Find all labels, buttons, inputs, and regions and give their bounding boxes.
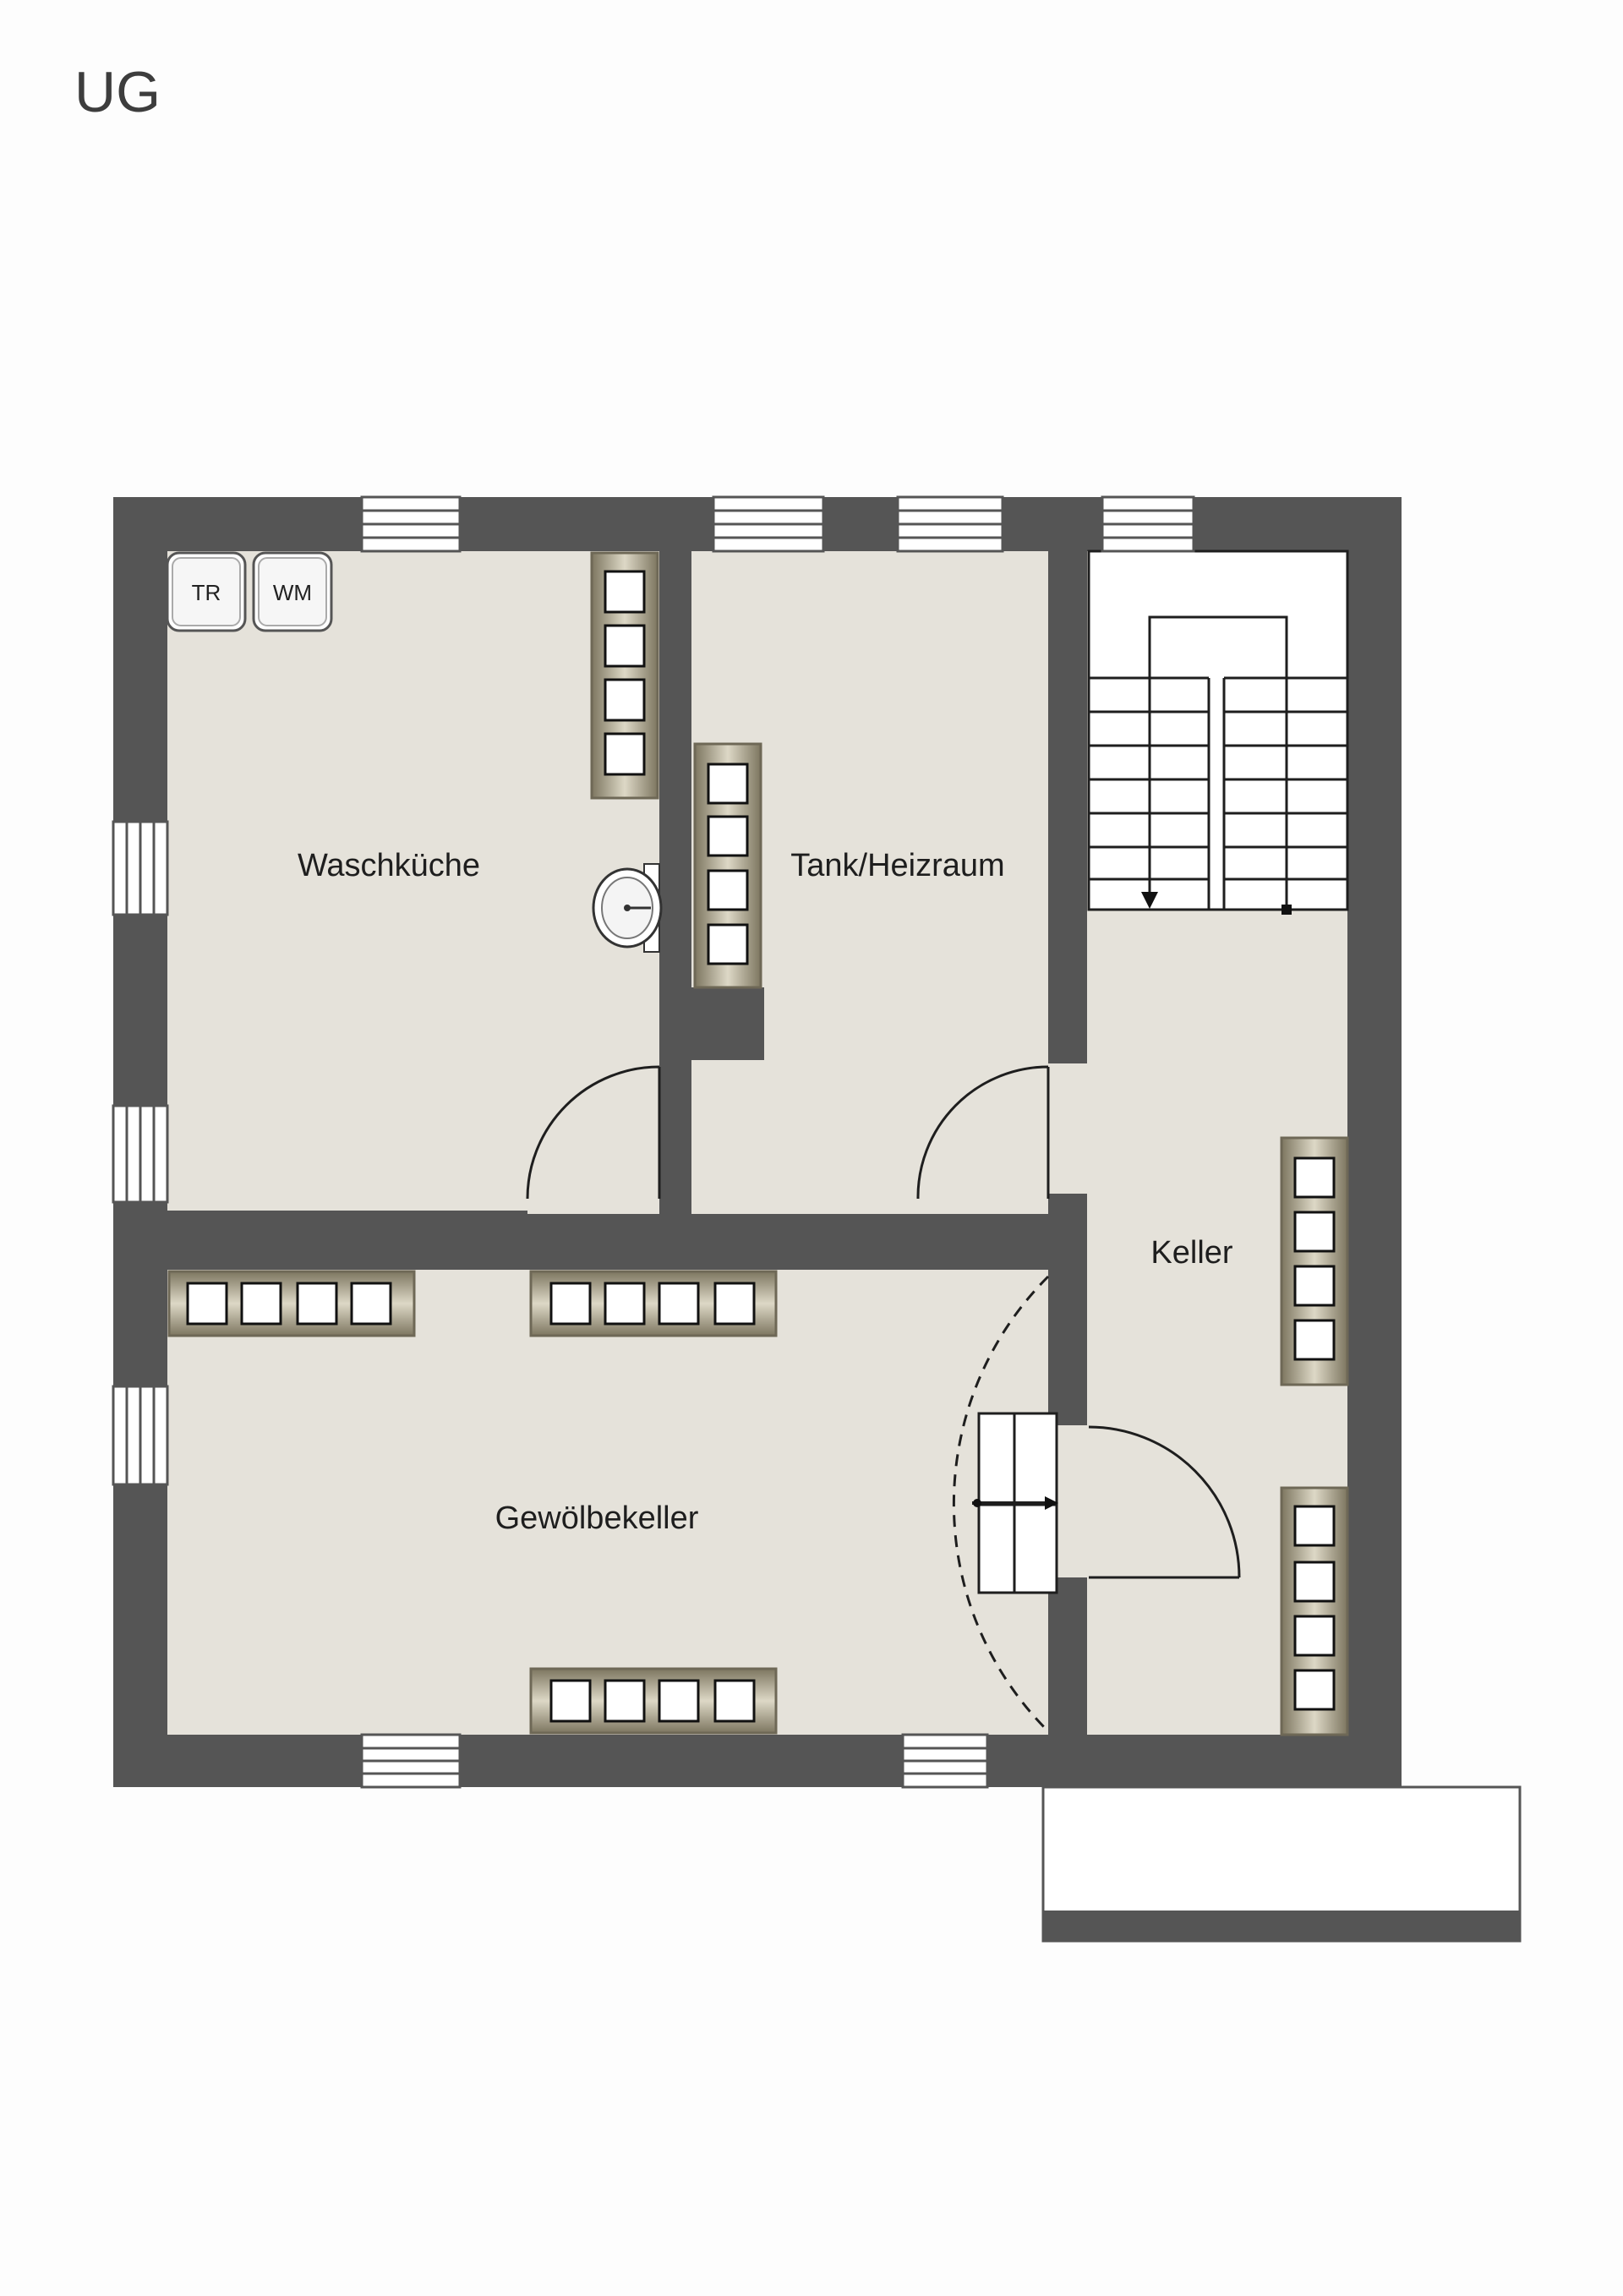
radiator-keller-2 [1280, 1486, 1349, 1736]
room-label-tank: Tank/Heizraum [790, 848, 1004, 883]
stair-direction-arrow [1141, 892, 1292, 915]
radiator-keller-1 [1280, 1136, 1349, 1386]
entry-steps-arrow [1045, 1496, 1058, 1510]
door-gewoelbe-dashed [952, 1275, 1050, 1733]
radiator-gewoelbe-2 [529, 1270, 778, 1337]
entry-steps-dot [973, 1499, 981, 1507]
room-label-gewoelbe: Gewölbekeller [495, 1501, 699, 1536]
door-keller-gewoelbe [1088, 1425, 1241, 1579]
windows [112, 495, 1195, 1789]
doors [526, 1065, 1241, 1733]
room-label-keller: Keller [1150, 1235, 1232, 1271]
gewoelbe-floor [167, 1270, 1048, 1735]
sink-icon [592, 863, 663, 953]
door-tank [916, 1065, 1050, 1200]
dryer-label: TR [192, 580, 221, 605]
dryer-icon: TR [166, 551, 247, 632]
radiator-gewoelbe-1 [167, 1270, 416, 1337]
staircase [1087, 549, 1349, 911]
door-opening-wasch-hall [527, 1209, 659, 1214]
wall-stub-small [659, 1199, 691, 1212]
waschkueche-floor [167, 551, 659, 1211]
radiator-gewoelbe-3 [529, 1667, 778, 1735]
washer-label: WM [273, 580, 312, 605]
entry-steps [972, 1412, 1058, 1594]
exterior-wall [1043, 1911, 1520, 1941]
wall-stub-tank [691, 987, 764, 1060]
radiator-wasch [590, 551, 659, 800]
room-label-waschkueche: Waschküche [298, 848, 480, 883]
door-opening-tank [1046, 1063, 1089, 1194]
radiator-tank [693, 742, 762, 989]
hall-gap [691, 1209, 1048, 1214]
washer-icon: WM [252, 551, 333, 632]
door-waschkueche [526, 1065, 661, 1200]
floor-label: UG [74, 60, 161, 124]
